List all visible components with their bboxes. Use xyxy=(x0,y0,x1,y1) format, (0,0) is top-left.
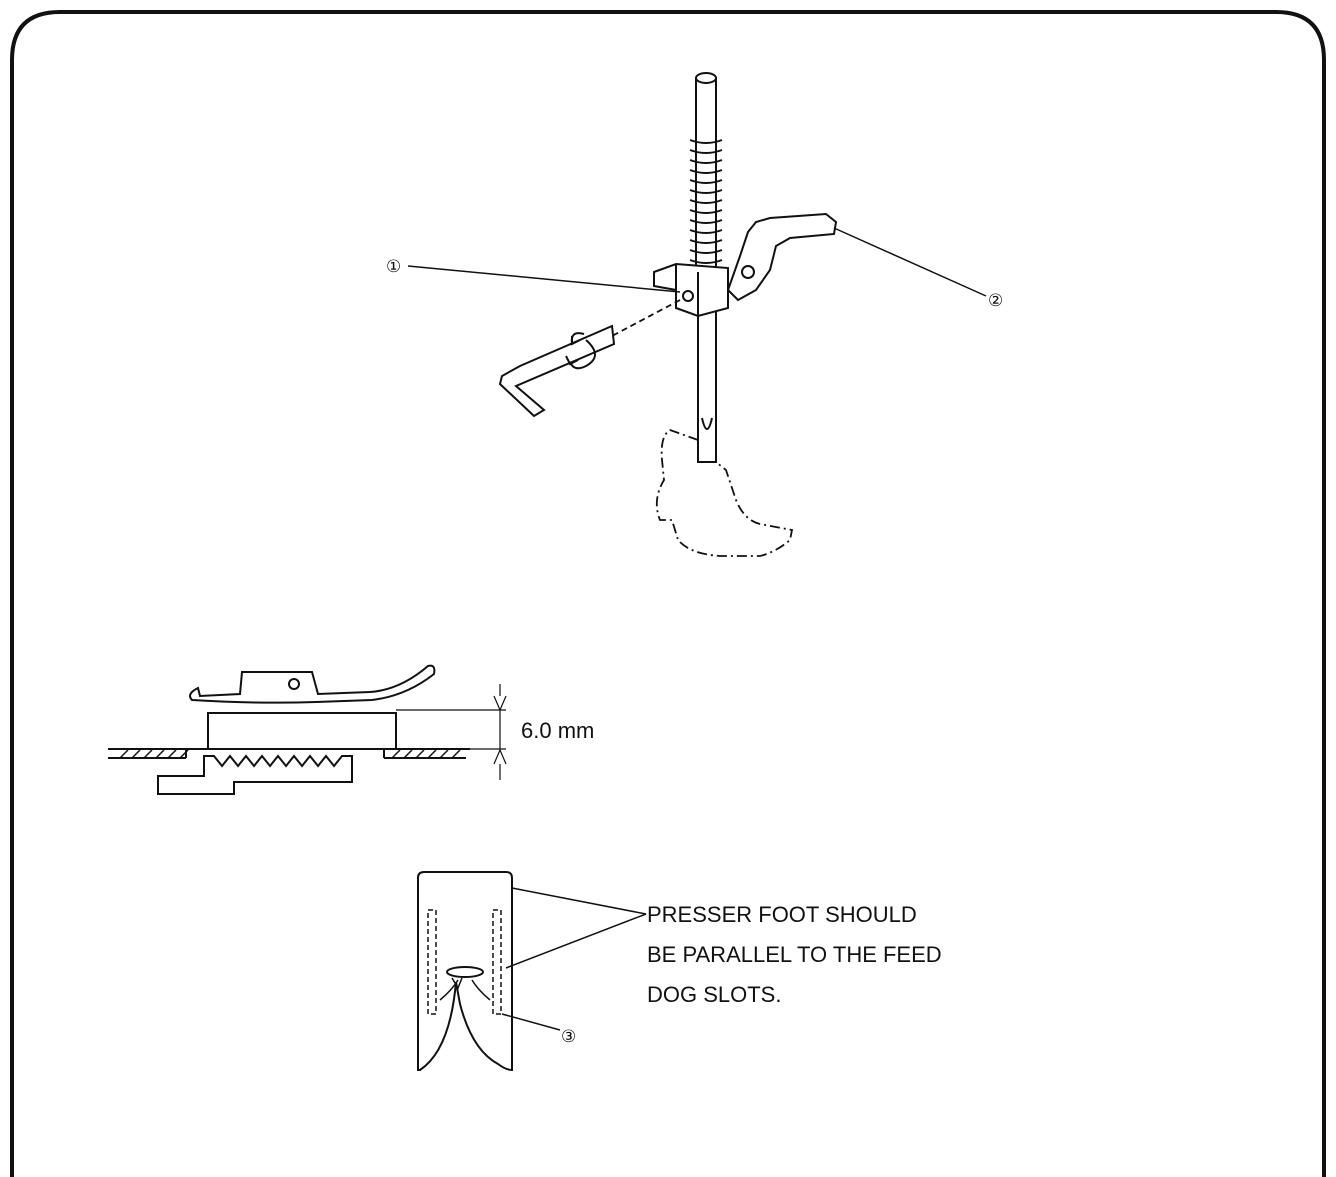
hex-key-icon xyxy=(498,324,616,418)
set-screw-icon xyxy=(682,290,694,302)
alignment-note: PRESSER FOOT SHOULD BE PARALLEL TO THE F… xyxy=(647,902,942,1007)
callout-3: ③ xyxy=(561,1027,576,1047)
svg-text:DOG SLOTS.: DOG SLOTS. xyxy=(647,982,781,1007)
callout-2: ② xyxy=(833,227,1003,311)
presser-foot-outline xyxy=(655,429,794,557)
svg-text:BE PARALLEL TO THE FEED: BE PARALLEL TO THE FEED xyxy=(647,942,942,967)
feed-dog-slot-left xyxy=(427,909,437,1015)
feed-dog-slot-right xyxy=(492,909,502,1015)
svg-text:PRESSER FOOT SHOULD: PRESSER FOOT SHOULD xyxy=(647,902,917,927)
frame-border xyxy=(10,10,1326,1177)
callout-1: ① xyxy=(386,257,681,293)
svg-text:①: ① xyxy=(386,257,401,277)
gauge-block xyxy=(207,712,397,750)
spring xyxy=(689,139,723,264)
feed-dog xyxy=(157,754,353,795)
svg-text:②: ② xyxy=(988,291,1003,311)
presser-bar-assembly xyxy=(653,72,838,463)
presser-foot-lifter-lever xyxy=(726,212,838,302)
top-view-presser-foot xyxy=(417,871,513,1072)
gap-dimension-label: 6.0 mm xyxy=(521,718,594,743)
side-view-diagram xyxy=(108,664,507,795)
